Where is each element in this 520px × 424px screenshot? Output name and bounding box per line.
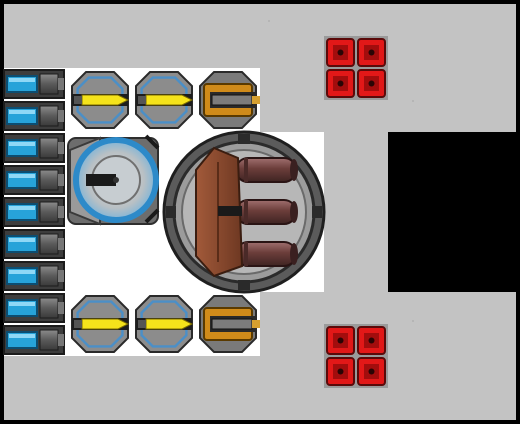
turret-breech bbox=[218, 206, 242, 216]
cooling-cell[interactable] bbox=[3, 197, 65, 227]
turret-barrel-muzzle bbox=[290, 243, 298, 265]
shield-generator-slot bbox=[86, 174, 116, 186]
main-turret[interactable] bbox=[162, 130, 326, 294]
turret-bolt-n bbox=[238, 134, 250, 144]
ammo-cell-rivet bbox=[337, 368, 344, 375]
turret-bolt-w bbox=[166, 206, 176, 218]
missile-launcher-icon[interactable] bbox=[135, 295, 194, 353]
cooling-cell[interactable] bbox=[3, 229, 65, 259]
cooling-cell-valve bbox=[39, 265, 59, 287]
cooling-cell-valve bbox=[39, 329, 59, 351]
turret-barrel-band bbox=[244, 200, 248, 224]
missile-launcher-icon[interactable] bbox=[71, 295, 130, 353]
cooling-cell-cap bbox=[58, 78, 64, 90]
turret-bolt-s bbox=[238, 280, 250, 290]
cooling-cell-valve bbox=[39, 105, 59, 127]
missile-shell bbox=[145, 318, 194, 330]
missile-launcher-icon[interactable] bbox=[135, 71, 194, 129]
cooling-cell-glare bbox=[9, 78, 35, 82]
cooling-cell-cap bbox=[58, 174, 64, 186]
cooling-cell[interactable] bbox=[3, 261, 65, 291]
floor-markings bbox=[268, 20, 414, 322]
shield-generator-bracket-bottom bbox=[144, 208, 160, 224]
missile-shell bbox=[81, 318, 130, 330]
turret-barrel bbox=[235, 199, 298, 225]
cooling-cell-valve bbox=[39, 169, 59, 191]
cooling-cell[interactable] bbox=[3, 69, 65, 99]
cooling-cell-cap bbox=[58, 238, 64, 250]
autoloader-output bbox=[252, 96, 260, 104]
cooling-cell-valve bbox=[39, 137, 59, 159]
shield-generator[interactable] bbox=[67, 134, 160, 226]
shield-generator-bracket-top bbox=[144, 134, 160, 150]
ammo-cell-rivet bbox=[337, 49, 344, 56]
missile-fin bbox=[74, 96, 82, 104]
cooling-cell-valve bbox=[39, 233, 59, 255]
missile-fin bbox=[74, 320, 82, 328]
floor-tile-mark bbox=[412, 320, 414, 322]
turret-bolt-e bbox=[312, 206, 322, 218]
cooling-cell-valve bbox=[39, 297, 59, 319]
turret-barrel-band bbox=[244, 242, 248, 266]
autoloader-output bbox=[252, 320, 260, 328]
cooling-cell-valve bbox=[39, 73, 59, 95]
cooling-cell[interactable] bbox=[3, 101, 65, 131]
turret-barrel-band bbox=[244, 158, 248, 182]
cooling-cell-cap bbox=[58, 142, 64, 154]
missile-fin bbox=[138, 320, 146, 328]
shield-generator-pin bbox=[113, 177, 119, 183]
autoloader-round bbox=[211, 318, 253, 330]
ammo-crate[interactable] bbox=[324, 324, 388, 388]
ammo-cell-rivet bbox=[368, 337, 375, 344]
turret-barrel bbox=[235, 241, 298, 267]
missile-shell bbox=[81, 94, 130, 106]
cooling-cell-valve bbox=[39, 201, 59, 223]
cooling-cell[interactable] bbox=[3, 165, 65, 195]
missile-launcher-icon[interactable] bbox=[71, 71, 130, 129]
hull-void bbox=[388, 132, 520, 292]
autoloader-icon[interactable] bbox=[199, 295, 260, 353]
cooling-cell[interactable] bbox=[3, 133, 65, 163]
cooling-cell[interactable] bbox=[3, 325, 65, 355]
cooling-cell-glare bbox=[9, 238, 35, 242]
cooling-cell-glare bbox=[9, 206, 35, 210]
missile-fin bbox=[138, 96, 146, 104]
cooling-cell-cap bbox=[58, 110, 64, 122]
cooling-cell-cap bbox=[58, 206, 64, 218]
cooling-cell-glare bbox=[9, 270, 35, 274]
cooling-cell-glare bbox=[9, 302, 35, 306]
missile-shell bbox=[145, 94, 194, 106]
cooling-cell-cap bbox=[58, 270, 64, 282]
turret-barrel-muzzle bbox=[290, 201, 298, 223]
autoloader-icon[interactable] bbox=[199, 71, 260, 129]
floor-tile-mark bbox=[268, 20, 270, 22]
ammo-cell-rivet bbox=[337, 80, 344, 87]
floor-tile-mark bbox=[412, 100, 414, 102]
cooling-cell-glare bbox=[9, 174, 35, 178]
cooling-cell[interactable] bbox=[3, 293, 65, 323]
cooling-cell-cap bbox=[58, 302, 64, 314]
ammo-cell-rivet bbox=[368, 49, 375, 56]
ammo-cell-rivet bbox=[337, 337, 344, 344]
autoloader-round bbox=[211, 94, 253, 106]
ammo-crate[interactable] bbox=[324, 36, 388, 100]
cooling-cell-cap bbox=[58, 334, 64, 346]
cooling-cell-glare bbox=[9, 110, 35, 114]
cooling-cell-glare bbox=[9, 142, 35, 146]
turret-barrel bbox=[235, 157, 298, 183]
ammo-cell-rivet bbox=[368, 80, 375, 87]
ammo-cell-rivet bbox=[368, 368, 375, 375]
turret-barrel-muzzle bbox=[290, 159, 298, 181]
cooling-cell-glare bbox=[9, 334, 35, 338]
